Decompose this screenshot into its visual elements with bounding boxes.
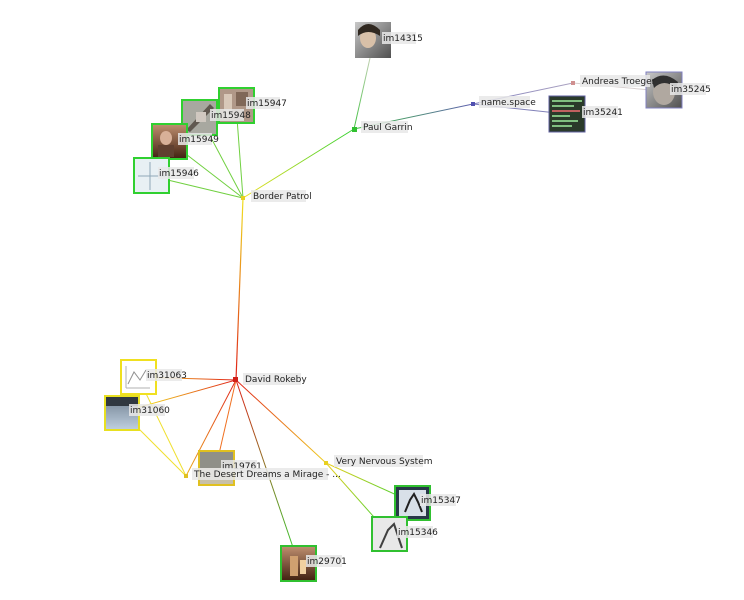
image-node-im35241[interactable]: im35241 bbox=[548, 95, 623, 133]
node-label: Paul Garrin bbox=[363, 123, 413, 133]
node-label: Border Patrol bbox=[253, 192, 312, 202]
image-label: im31063 bbox=[147, 371, 187, 381]
edge bbox=[242, 128, 355, 199]
node-label: Andreas Troeger bbox=[582, 77, 656, 87]
image-label: im14315 bbox=[383, 34, 423, 44]
image-node-im15347[interactable]: im15347 bbox=[394, 485, 461, 521]
node-andreas-troeger[interactable]: Andreas Troeger bbox=[571, 75, 656, 87]
image-label: im15948 bbox=[211, 111, 251, 121]
node-david-rokeby[interactable]: David Rokeby bbox=[233, 373, 307, 385]
node-desert-dreams[interactable]: The Desert Dreams a Mirage - ... bbox=[184, 468, 341, 480]
node-label: Very Nervous System bbox=[336, 457, 433, 467]
image-label: im15947 bbox=[247, 99, 287, 109]
image-label: im15347 bbox=[421, 496, 461, 506]
image-label: im29701 bbox=[307, 557, 347, 567]
node-label: name.space bbox=[481, 98, 536, 108]
node-label: The Desert Dreams a Mirage - ... bbox=[193, 470, 341, 480]
image-node-im14315[interactable]: im14315 bbox=[355, 22, 423, 58]
image-label: im15346 bbox=[398, 528, 438, 538]
node-label: David Rokeby bbox=[245, 375, 307, 385]
image-node-im31063[interactable]: im31063 bbox=[120, 359, 187, 395]
edge bbox=[185, 379, 237, 477]
image-label: im35241 bbox=[583, 108, 623, 118]
node-border-patrol[interactable]: Border Patrol bbox=[241, 190, 312, 202]
image-label: im35245 bbox=[671, 85, 711, 95]
image-node-im15346[interactable]: im15346 bbox=[371, 516, 438, 552]
edge bbox=[353, 57, 371, 130]
image-node-im15948[interactable]: im15948 bbox=[181, 99, 251, 136]
image-node-im15946[interactable]: im15946 bbox=[133, 157, 199, 194]
image-node-im15949[interactable]: im15949 bbox=[151, 123, 219, 160]
image-label: im19761 bbox=[222, 462, 262, 472]
image-node-im29701[interactable]: im29701 bbox=[280, 545, 347, 582]
image-label: im15946 bbox=[159, 169, 199, 179]
image-label: im15949 bbox=[179, 135, 219, 145]
image-node-im31060[interactable]: im31060 bbox=[104, 395, 170, 431]
image-label: im31060 bbox=[130, 406, 170, 416]
edge bbox=[235, 197, 244, 381]
node-very-nervous-system[interactable]: Very Nervous System bbox=[324, 455, 433, 467]
image-node-im35245[interactable]: im35245 bbox=[645, 71, 711, 109]
node-name-space[interactable]: name.space bbox=[471, 96, 536, 108]
node-paul-garrin[interactable]: Paul Garrin bbox=[352, 121, 413, 133]
edge bbox=[235, 379, 327, 464]
